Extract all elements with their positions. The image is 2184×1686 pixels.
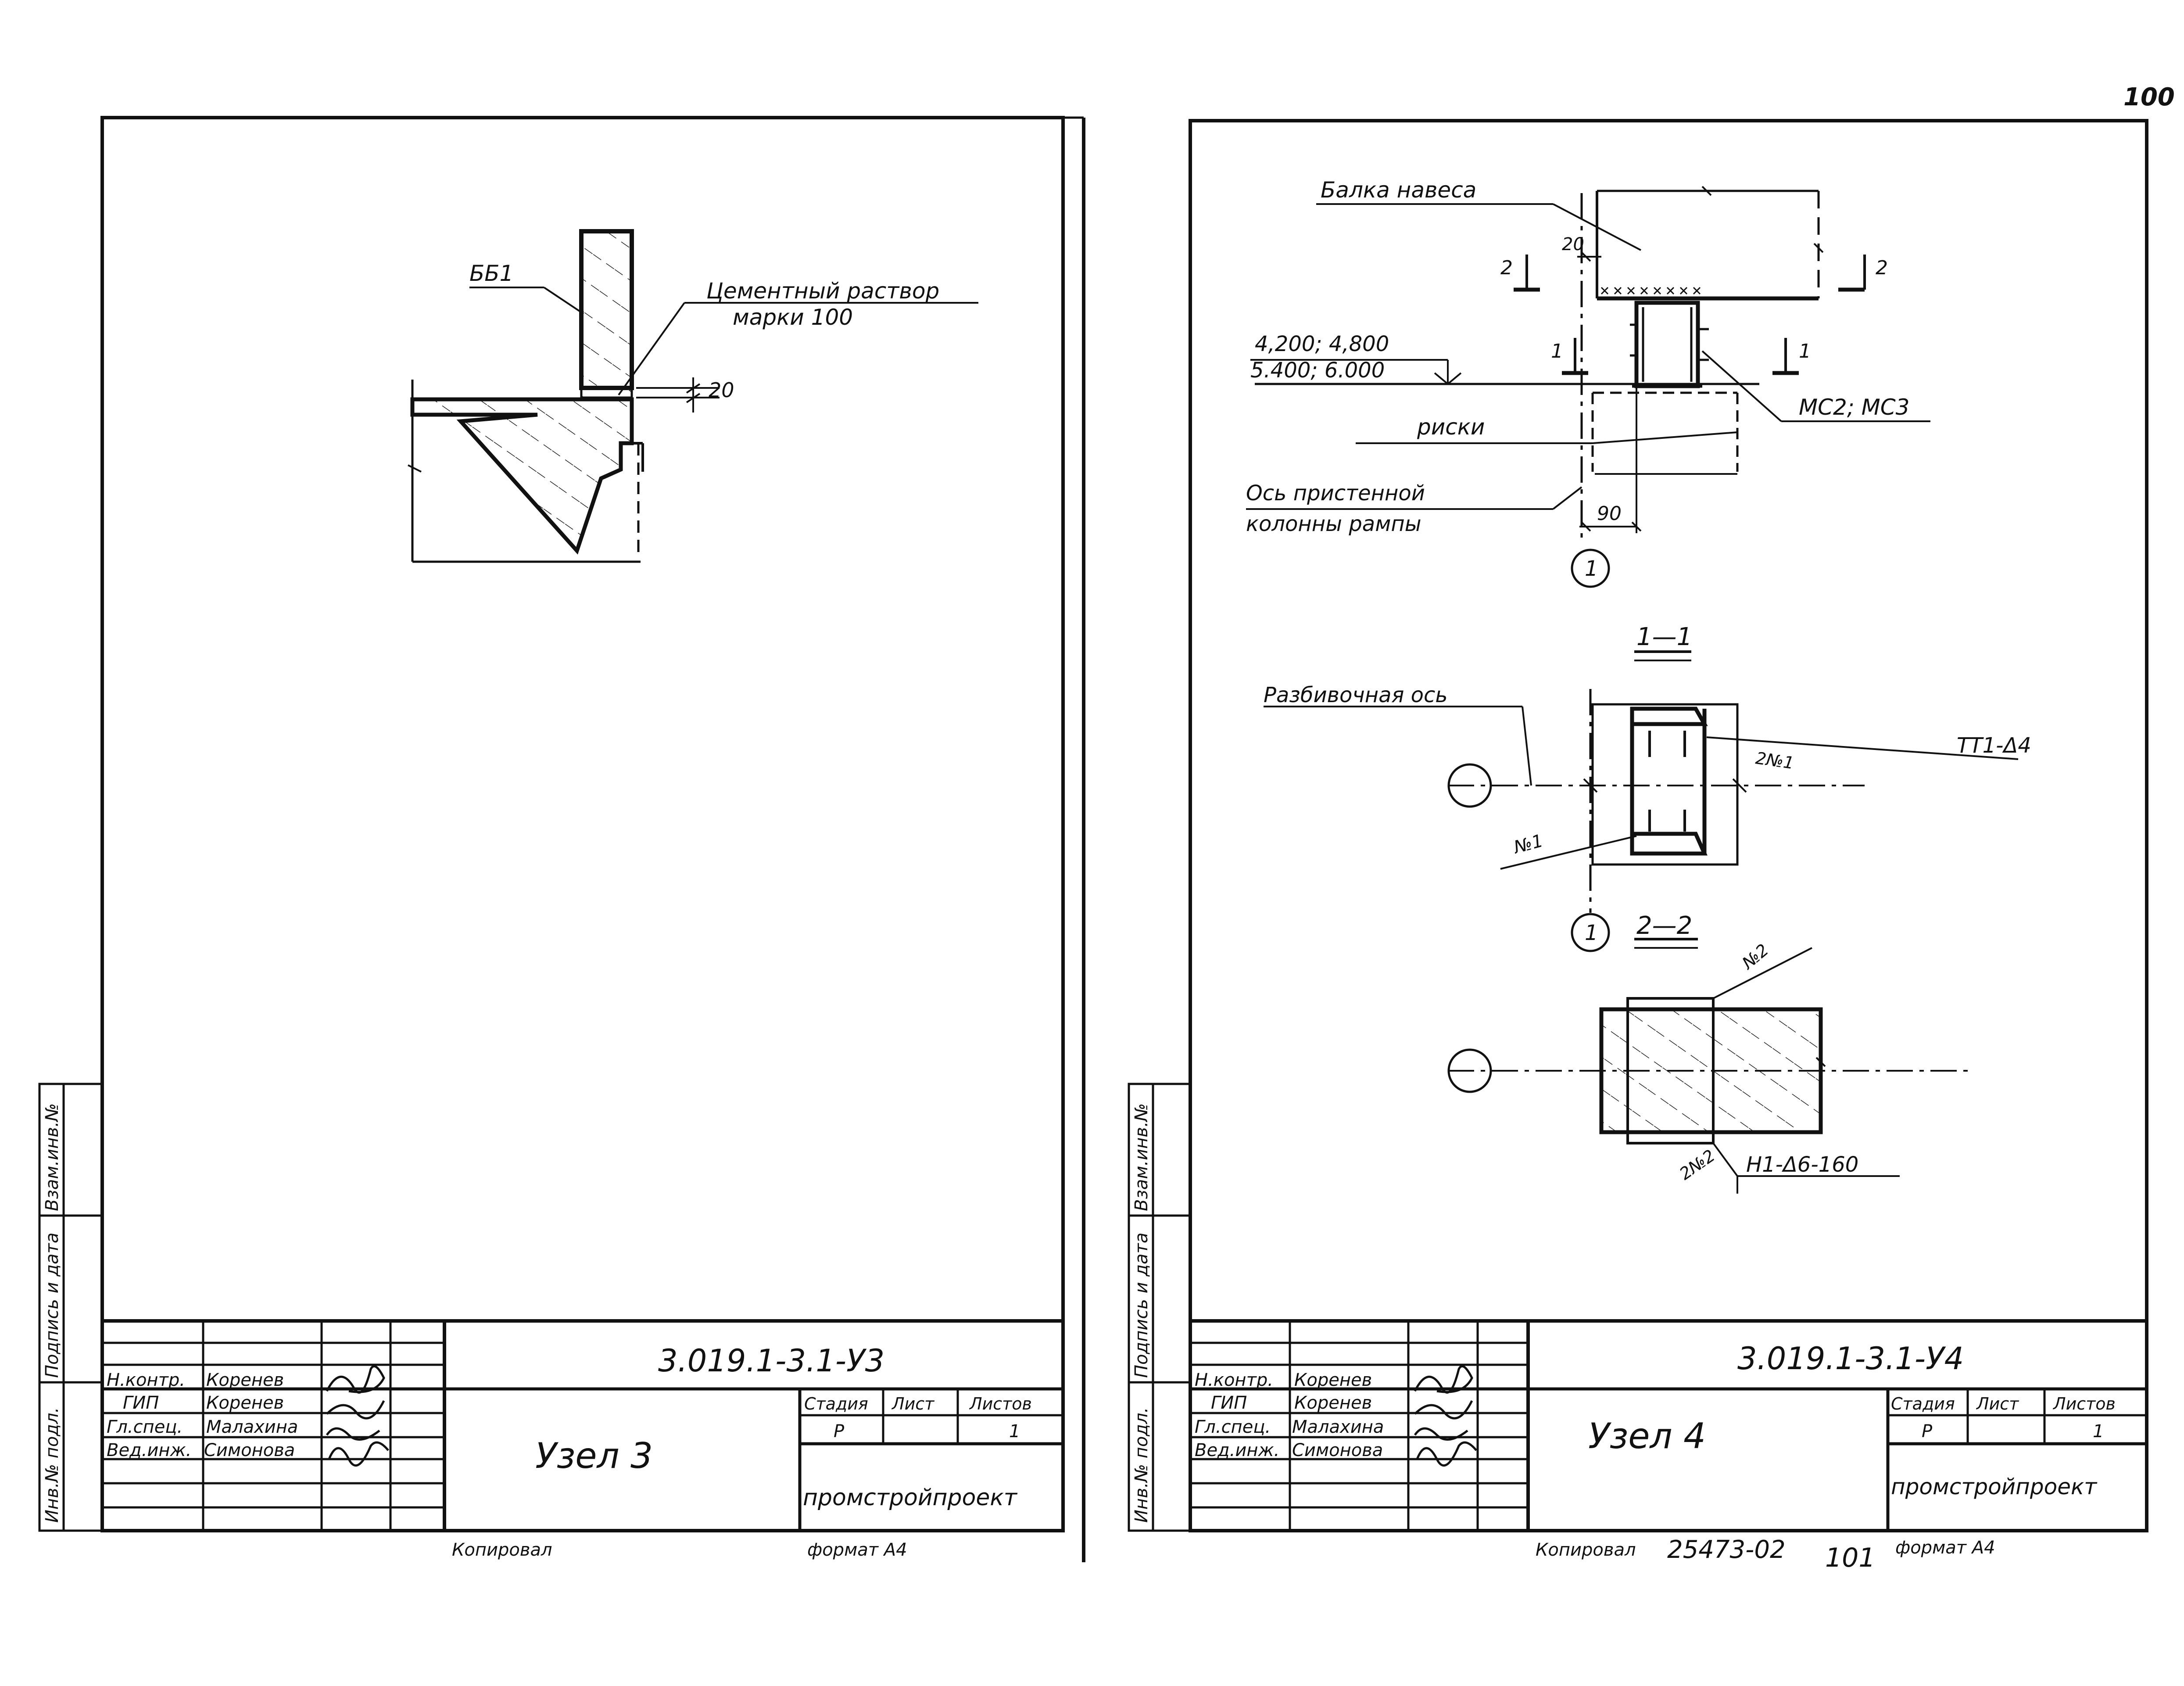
section-2-2-title: 2—2 (1636, 911, 1692, 940)
axis-marker-section-2 (1447, 1048, 1492, 1093)
right-title-block-grid (1190, 1319, 2147, 1531)
axis-num-bottom: 1 (1585, 921, 1598, 945)
copied-label: Копировал (452, 1540, 552, 1560)
sheets-value-r: 1 (2093, 1421, 2104, 1442)
role-nkontr: Н.контр. (107, 1370, 185, 1390)
side-stamp-inv-r: Инв.№ подл. (1131, 1407, 1152, 1523)
dim-90: 90 (1597, 502, 1622, 525)
weld-n2-b: 2№2 (1676, 1146, 1719, 1184)
name-4-r: Симонова (1292, 1440, 1383, 1460)
side-stamp-sign: Подпись и дата (42, 1233, 62, 1378)
right-sheet-texts: Балка навеса 4,200; 4,800 5.400; 6.000 р… (1131, 177, 2116, 1573)
doc-code: 3.019.1-3.1-У3 (658, 1343, 884, 1379)
archive-number: 25473-02 (1667, 1535, 1786, 1564)
node4-elevation (1246, 186, 1930, 588)
name-1: Коренев (206, 1370, 284, 1390)
axis-marker-section-1 (1447, 763, 1492, 808)
dim-20-right: 20 (1562, 234, 1584, 255)
left-frame (100, 116, 1065, 1532)
cut-1-right: 1 (1799, 340, 1811, 362)
role-nkontr-r: Н.контр. (1195, 1370, 1273, 1390)
name-2: Коренев (206, 1393, 284, 1413)
stage-header-r: Стадия (1891, 1394, 1955, 1413)
node3-detail (408, 229, 978, 563)
post (1634, 301, 1700, 388)
drawing-title-r: Узел 4 (1588, 1416, 1706, 1456)
name-3-r: Малахина (1292, 1417, 1384, 1437)
left-signatures (326, 1365, 389, 1467)
role-vedinzh: Вед.инж. (107, 1440, 191, 1460)
axis-label-2: колонны рампы (1246, 512, 1421, 536)
role-glspec: Гл.спец. (107, 1417, 183, 1437)
stage-header: Стадия (804, 1394, 868, 1413)
weld-n1-a: 2№1 (1754, 748, 1795, 773)
section-1-1 (1264, 650, 2019, 952)
risks-label: риски (1417, 414, 1485, 440)
drawing-title: Узел 3 (535, 1435, 653, 1476)
format-label-r: формат А4 (1895, 1538, 1995, 1558)
weld-t1-label: ТТ1-Δ4 (1957, 733, 2031, 758)
name-3: Малахина (206, 1417, 298, 1437)
elevation-label-2: 5.400; 6.000 (1250, 358, 1385, 383)
name-1-r: Коренев (1294, 1370, 1372, 1390)
role-gip: ГИП (123, 1393, 159, 1413)
cement-label-2: марки 100 (733, 305, 853, 330)
archive-sheet: 101 (1825, 1543, 1876, 1573)
stage-value-r: Р (1922, 1421, 1933, 1442)
weld-n2-a: №2 (1738, 940, 1772, 973)
axis-marker-1-top (1571, 549, 1610, 588)
mortar-joint (580, 387, 633, 399)
right-side-stamp (1128, 1083, 1192, 1532)
left-sheet (38, 116, 1085, 1562)
sheets-header-r: Листов (2052, 1394, 2116, 1413)
format-label: формат А4 (807, 1540, 907, 1560)
stage-value: Р (834, 1421, 845, 1442)
copied-label-r: Копировал (1536, 1540, 1636, 1560)
cement-label-1: Цементный раствор (706, 278, 939, 304)
dim-20-left: 20 (709, 378, 734, 402)
side-stamp-inv: Инв.№ подл. (42, 1407, 62, 1523)
cut-2-right: 2 (1876, 257, 1888, 279)
axis-num-top: 1 (1585, 556, 1598, 581)
role-gip-r: ГИП (1211, 1393, 1247, 1413)
section-2-2 (1447, 938, 1970, 1194)
doc-code-r: 3.019.1-3.1-У4 (1737, 1341, 1964, 1377)
page-number: 100 (2123, 83, 2175, 111)
section-1-1-title: 1—1 (1636, 623, 1692, 651)
name-2-r: Коренев (1294, 1393, 1372, 1413)
organization: промстройпроект (803, 1485, 1018, 1511)
role-glspec-r: Гл.спец. (1195, 1417, 1271, 1437)
organization-r: промстройпроект (1891, 1474, 2098, 1499)
bb1-block (579, 229, 634, 390)
sheet-header-r: Лист (1976, 1394, 2019, 1413)
left-side-stamp (38, 1083, 104, 1532)
left-sheet-texts: ББ1 Цементный раствор марки 100 20 Инв.№… (42, 261, 1032, 1560)
side-stamp-vzam: Взам.инв.№ (42, 1103, 62, 1211)
right-sheet (1128, 119, 2148, 1532)
right-signatures (1414, 1365, 1477, 1467)
axis-label-1: Ось пристенной (1246, 481, 1425, 506)
razb-axis-label: Разбивочная ось (1264, 683, 1448, 707)
side-stamp-sign-r: Подпись и дата (1131, 1233, 1152, 1378)
left-title-block-grid (102, 1319, 1063, 1531)
beam-label: Балка навеса (1321, 177, 1476, 203)
role-vedinzh-r: Вед.инж. (1195, 1440, 1279, 1460)
axis-marker-1-bottom (1571, 913, 1610, 952)
weld-h1-label: Н1-Δ6-160 (1746, 1152, 1858, 1177)
sheets-header: Листов (969, 1394, 1032, 1413)
cut-1-left: 1 (1551, 340, 1563, 362)
sheet-header: Лист (891, 1394, 935, 1413)
weld-n1-b: №1 (1511, 831, 1546, 858)
cut-2-left: 2 (1500, 257, 1513, 279)
right-frame (1189, 119, 2148, 1532)
sheets-value: 1 (1009, 1421, 1020, 1442)
elevation-label-1: 4,200; 4,800 (1255, 332, 1389, 356)
mc-label: МС2; МС3 (1799, 395, 1909, 420)
name-4: Симонова (204, 1440, 295, 1460)
bb1-label: ББ1 (469, 261, 513, 286)
side-stamp-vzam-r: Взам.инв.№ (1131, 1103, 1152, 1211)
slab-section (410, 397, 634, 555)
